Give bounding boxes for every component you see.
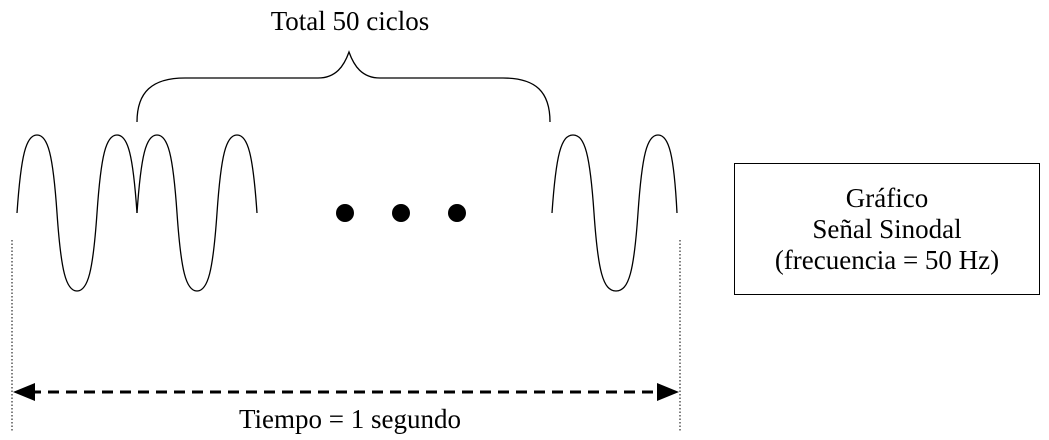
info-box-line-2: Señal Sinodal	[812, 213, 962, 244]
sine-wave-left	[16, 134, 138, 292]
ellipsis-dot	[448, 204, 466, 222]
ellipsis-dot	[336, 204, 354, 222]
cycles-label: Total 50 ciclos	[270, 6, 430, 36]
cycles-brace	[136, 50, 551, 123]
sine-wave-middle	[136, 134, 258, 292]
time-arrow-head-left	[13, 383, 35, 401]
info-box-line-3: (frecuencia = 50 Hz)	[774, 244, 1000, 275]
time-arrow-head-right	[657, 383, 679, 401]
ellipsis-dot	[392, 204, 410, 222]
info-box-line-1: Gráfico	[845, 182, 929, 213]
info-box: Gráfico Señal Sinodal (frecuencia = 50 H…	[734, 163, 1040, 295]
time-label: Tiempo = 1 segundo	[239, 404, 461, 434]
sine-wave-right	[551, 134, 678, 292]
